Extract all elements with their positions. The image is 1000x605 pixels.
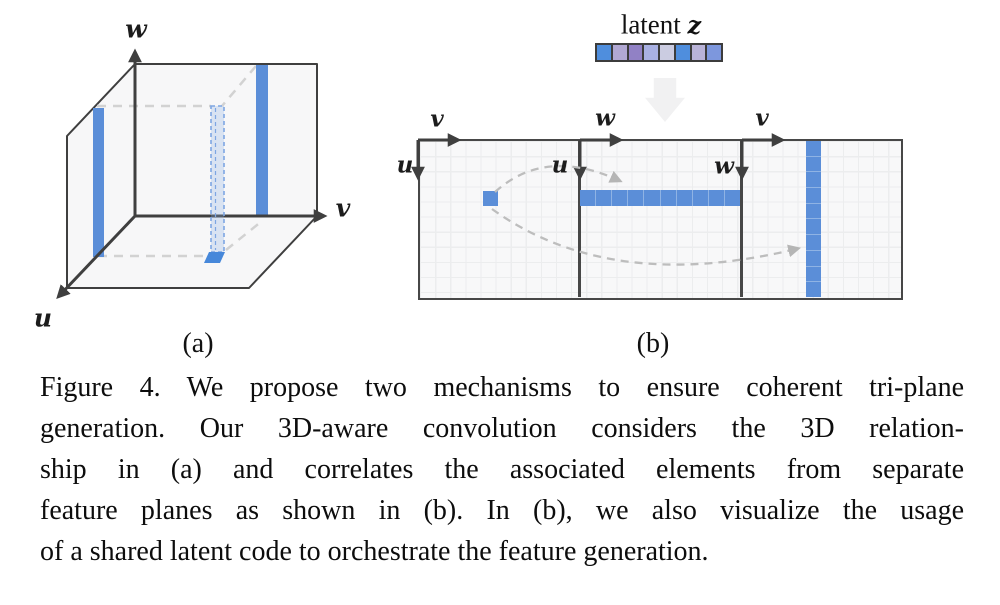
grid2-h-axis-label: w bbox=[595, 104, 615, 132]
grid3-v-axis-label: w bbox=[714, 152, 734, 180]
row-cell bbox=[692, 190, 708, 206]
latent-z-symbol: z bbox=[687, 10, 702, 40]
down-arrow-icon bbox=[645, 78, 685, 122]
row-cell bbox=[628, 190, 644, 206]
caption-line: Figure 4. We propose two mechanisms to e… bbox=[40, 372, 964, 403]
row-cell bbox=[596, 190, 612, 206]
feature-bar-uw-plane bbox=[93, 108, 104, 257]
cube-w-axis-label: w bbox=[125, 14, 147, 44]
feature-footprint-uv-plane bbox=[204, 252, 225, 263]
grid3-h-axis-label: v bbox=[755, 104, 769, 132]
caption-line: ship in (a) and correlates the associate… bbox=[40, 454, 964, 485]
col-cell bbox=[806, 156, 821, 172]
vw-plane bbox=[134, 63, 318, 217]
highlighted-column-wv bbox=[806, 141, 821, 297]
grid1-v-axis-label: u bbox=[396, 151, 414, 179]
cube-u-axis-label: u bbox=[33, 303, 53, 333]
col-cell bbox=[806, 141, 821, 156]
col-cell bbox=[806, 203, 821, 219]
latent-cell bbox=[597, 45, 611, 60]
latent-cell bbox=[707, 45, 721, 60]
row-cell bbox=[676, 190, 692, 206]
caption-line: generation. Our 3D-aware convolution con… bbox=[40, 413, 964, 444]
latent-cell bbox=[691, 45, 706, 60]
plane-divider bbox=[740, 141, 743, 297]
col-cell bbox=[806, 172, 821, 188]
dashed-link-top-right bbox=[221, 65, 257, 107]
triplane-cube-diagram bbox=[56, 48, 328, 300]
row-cell bbox=[644, 190, 660, 206]
caption-line: feature planes as shown in (b). In (b), … bbox=[40, 495, 964, 526]
latent-cell bbox=[644, 45, 658, 60]
panel-b-label: (b) bbox=[636, 328, 670, 359]
dashed-link-bottom-right bbox=[225, 220, 263, 251]
latent-z-label: latent z bbox=[621, 10, 701, 41]
row-cell bbox=[580, 190, 596, 206]
latent-cell bbox=[628, 45, 643, 60]
col-cell bbox=[806, 250, 821, 266]
highlighted-cell-uv bbox=[483, 191, 498, 206]
row-cell bbox=[724, 190, 740, 206]
feature-plane-strip bbox=[418, 139, 903, 300]
dashed-feature-column bbox=[210, 105, 225, 253]
col-cell bbox=[806, 282, 821, 297]
latent-code-bar bbox=[595, 43, 723, 62]
col-cell bbox=[806, 188, 821, 203]
row-cell bbox=[708, 190, 724, 206]
feature-bar-vw-plane bbox=[256, 65, 268, 216]
col-cell bbox=[806, 266, 821, 282]
plane-divider bbox=[578, 141, 581, 297]
row-cell bbox=[612, 190, 628, 206]
latent-cell bbox=[612, 45, 627, 60]
grid1-h-axis-label: v bbox=[430, 105, 444, 133]
figure-caption: Figure 4. We propose two mechanisms to e… bbox=[40, 367, 964, 572]
caption-line: of a shared latent code to orchestrate t… bbox=[40, 536, 709, 567]
latent-word: latent bbox=[620, 9, 681, 40]
latent-cell bbox=[660, 45, 674, 60]
cube-v-axis-label: v bbox=[335, 193, 351, 223]
row-cell bbox=[660, 190, 676, 206]
highlighted-row-uw bbox=[580, 190, 740, 206]
panel-a-label: (a) bbox=[182, 328, 214, 359]
latent-cell bbox=[675, 45, 690, 60]
col-cell bbox=[806, 219, 821, 235]
col-cell bbox=[806, 235, 821, 250]
u-axis bbox=[56, 214, 137, 300]
grid2-v-axis-label: u bbox=[551, 151, 569, 179]
